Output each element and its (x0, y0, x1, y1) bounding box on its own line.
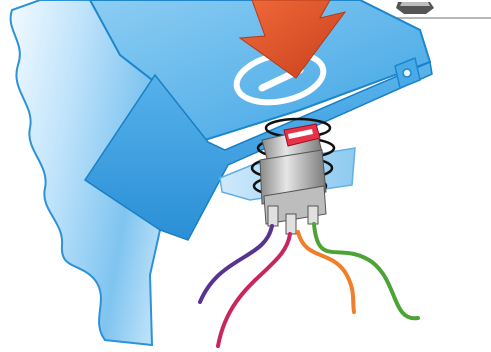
wire-green (314, 224, 418, 318)
switch-thumbnail-icon (396, 2, 434, 14)
switch-wires (200, 224, 418, 346)
wire-purple (200, 226, 272, 302)
wire-orange (298, 232, 354, 312)
